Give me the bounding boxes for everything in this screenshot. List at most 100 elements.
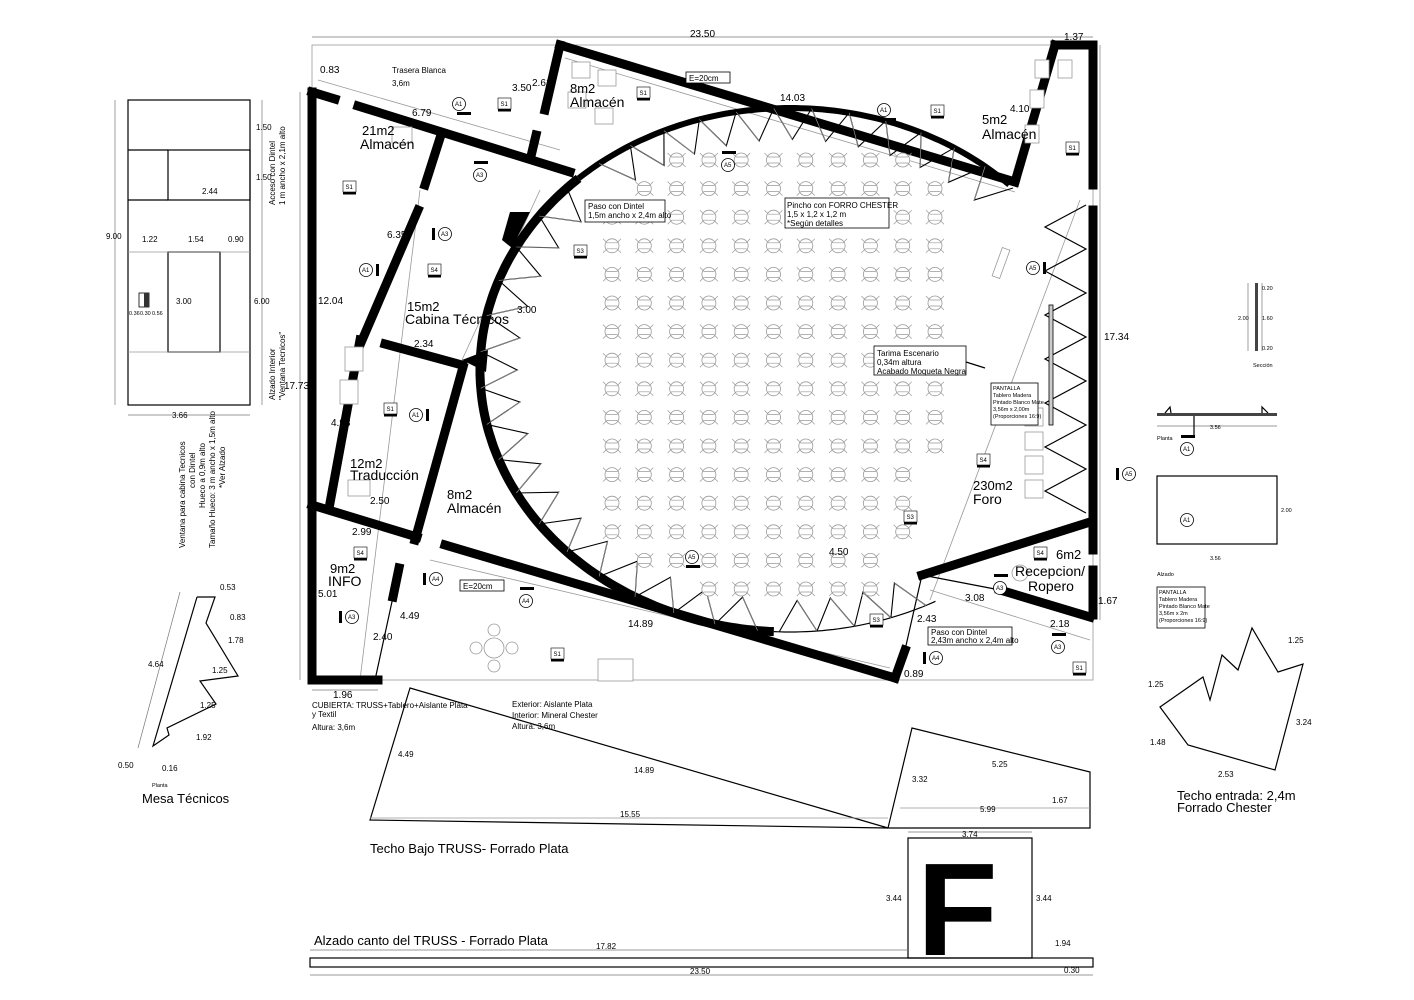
techo-entrada-drawing: 1.25 1.25 3.24 1.48 2.53 Techo entrada: … bbox=[1148, 626, 1312, 815]
seat-arms bbox=[893, 495, 912, 511]
wall-cabina-south bbox=[379, 338, 468, 371]
seat-arms bbox=[602, 238, 622, 254]
seat bbox=[925, 381, 945, 397]
seat-arms bbox=[861, 581, 880, 597]
note-pantalla: Tablero Madera bbox=[993, 393, 1032, 399]
panel-guide bbox=[811, 108, 826, 142]
seat bbox=[635, 467, 654, 483]
seat-arms bbox=[699, 410, 719, 425]
seat-arms bbox=[699, 524, 719, 540]
seat-shape bbox=[701, 409, 717, 425]
dim-label: 14.03 bbox=[780, 93, 805, 104]
seat bbox=[925, 238, 945, 254]
panel-guide bbox=[773, 108, 793, 140]
dim-label: 9.00 bbox=[106, 232, 122, 241]
seat-shape bbox=[830, 524, 846, 540]
room-name: Traducción bbox=[350, 467, 419, 483]
seat-shape bbox=[701, 181, 717, 197]
seat-arms bbox=[828, 381, 848, 397]
seat bbox=[796, 381, 816, 397]
tag-label: A4 bbox=[522, 599, 530, 605]
seat-shape bbox=[766, 553, 781, 568]
seat-arms bbox=[796, 381, 816, 397]
dim-label: 15.55 bbox=[620, 810, 641, 819]
seat-arms bbox=[731, 295, 751, 311]
seat-arms bbox=[861, 324, 880, 339]
seat-arms bbox=[861, 238, 880, 254]
planta-label: Planta bbox=[152, 783, 169, 789]
seat-arms bbox=[828, 524, 848, 540]
note-line: (Proporciones 16:9) bbox=[1159, 618, 1207, 624]
seat bbox=[925, 181, 945, 197]
note-pincho: 1,5 x 1,2 x 1,2 m bbox=[787, 210, 846, 219]
seat bbox=[731, 467, 751, 483]
seat-arms bbox=[667, 295, 686, 311]
dim-label: 6.79 bbox=[412, 108, 432, 119]
dim-label: 3.24 bbox=[1296, 718, 1312, 727]
seat bbox=[764, 181, 783, 197]
seat bbox=[861, 581, 880, 597]
seat-shape bbox=[636, 524, 652, 540]
seat bbox=[635, 409, 654, 425]
note-tarima: Acabado Moqueta Negra bbox=[877, 367, 967, 376]
seat-arms bbox=[699, 467, 719, 482]
seat-arms bbox=[731, 209, 751, 225]
tag-label: A5 bbox=[1029, 266, 1037, 272]
seat bbox=[764, 295, 783, 311]
furniture bbox=[339, 59, 1073, 682]
wall-cabina bbox=[419, 132, 446, 191]
seat bbox=[764, 238, 783, 254]
room-name: Almacén bbox=[570, 94, 624, 110]
seat-arms bbox=[925, 295, 945, 311]
seat-shape bbox=[927, 238, 943, 254]
room-name: INFO bbox=[328, 573, 362, 589]
seat-shape bbox=[701, 438, 717, 454]
seat-shape bbox=[863, 553, 878, 568]
seat-shape bbox=[701, 152, 717, 168]
room-area: 230m2 bbox=[973, 478, 1013, 493]
room-area: 8m2 bbox=[570, 81, 595, 96]
tag-label: A3 bbox=[996, 586, 1004, 592]
seat-shape bbox=[604, 409, 620, 425]
seat bbox=[699, 238, 719, 254]
seat bbox=[731, 152, 751, 168]
f-letter: F bbox=[917, 836, 998, 983]
note-trasera: Trasera Blanca bbox=[392, 66, 447, 75]
table bbox=[344, 346, 364, 372]
seat-shape bbox=[604, 524, 620, 540]
dim-label: 4.49 bbox=[398, 750, 414, 759]
seat-shape bbox=[733, 295, 749, 311]
seat-shape bbox=[766, 266, 781, 282]
s-tags: S1 S1 S1 S1 S1 S1 S1 S1 S3 S3 S3 S4 S4 S… bbox=[342, 86, 1087, 676]
seat-shape bbox=[798, 152, 814, 168]
seat bbox=[602, 238, 622, 254]
seat-shape bbox=[733, 381, 749, 397]
seat-arms bbox=[893, 181, 912, 196]
note-box bbox=[584, 199, 666, 223]
seat-shape bbox=[830, 352, 846, 368]
door-opening bbox=[167, 149, 251, 201]
note-pantalla: 3,56m x 2,00m bbox=[993, 407, 1030, 413]
seat-arms bbox=[828, 267, 848, 282]
wall bbox=[889, 644, 911, 684]
ventana-elevation: 1.50 1.50 2.44 9.00 1.22 1.54 0.90 3.00 … bbox=[106, 99, 287, 548]
dim-label: 1.67 bbox=[1052, 796, 1068, 805]
dim-label: 5.01 bbox=[318, 589, 338, 600]
seat-arms bbox=[635, 495, 654, 511]
seat bbox=[828, 238, 848, 254]
seat bbox=[828, 152, 848, 168]
seat bbox=[796, 181, 816, 197]
seat bbox=[796, 409, 816, 425]
seat bbox=[764, 581, 783, 597]
dim-label: 4.49 bbox=[400, 611, 420, 622]
seat-shape bbox=[701, 295, 717, 311]
seat-shape bbox=[604, 438, 620, 454]
seat-arms bbox=[861, 381, 880, 397]
roof-outline bbox=[1159, 626, 1304, 771]
tag-label: A1 bbox=[455, 102, 463, 108]
seat-arms bbox=[893, 238, 912, 254]
alzado-label: Alzado bbox=[1157, 572, 1174, 578]
seat-shape bbox=[636, 467, 652, 483]
seat-shape bbox=[636, 438, 652, 454]
seat bbox=[828, 295, 848, 311]
